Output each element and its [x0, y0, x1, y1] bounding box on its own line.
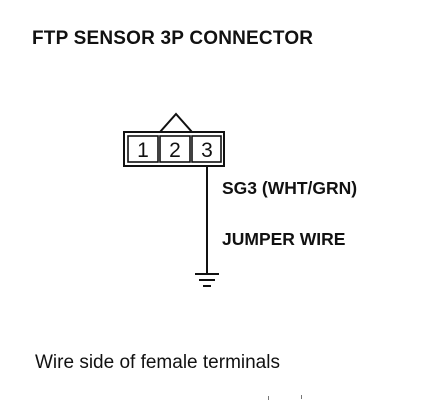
- view-caption: Wire side of female terminals: [35, 352, 280, 373]
- connector-key-icon: [159, 112, 193, 133]
- diagram-title: FTP SENSOR 3P CONNECTOR: [32, 28, 314, 49]
- wire-color-label: SG3 (WHT/GRN): [222, 178, 358, 198]
- scan-speck: [268, 396, 269, 400]
- ground-icon: [195, 273, 219, 287]
- jumper-wire-label: JUMPER WIRE: [222, 229, 346, 249]
- connector-housing: [123, 131, 225, 167]
- pin-cavity-2: [159, 135, 191, 163]
- pin-label-1: 1: [137, 139, 149, 162]
- pin-label-2: 2: [169, 139, 181, 162]
- pin-cavity-1: [127, 135, 159, 163]
- pin-cavity-3: [191, 135, 222, 163]
- pin-label-3: 3: [201, 139, 213, 162]
- scan-speck: [301, 395, 302, 399]
